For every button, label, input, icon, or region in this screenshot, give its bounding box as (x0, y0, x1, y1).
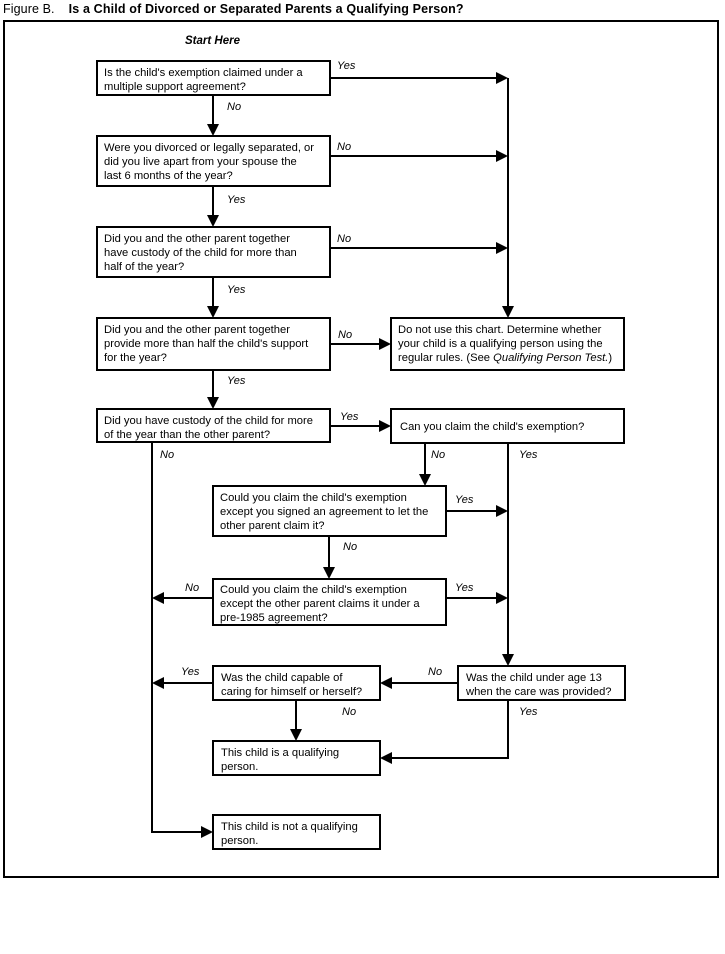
chart-border (3, 20, 719, 878)
figure-title: Figure B. Is a Child of Divorced or Sepa… (3, 1, 464, 17)
figure-number: Figure B. (3, 2, 55, 16)
figure-headline: Is a Child of Divorced or Separated Pare… (68, 2, 464, 16)
